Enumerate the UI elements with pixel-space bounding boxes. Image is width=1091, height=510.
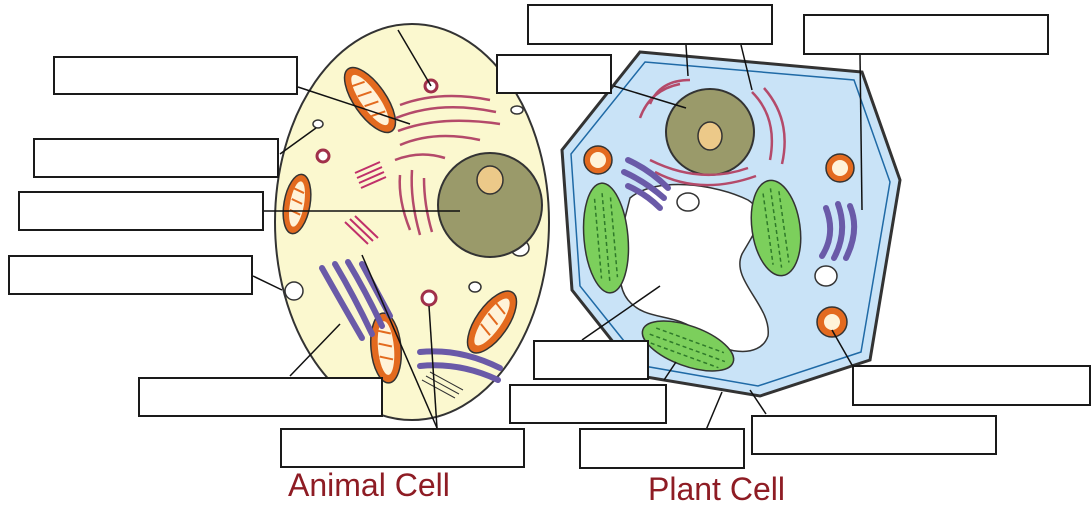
label-box-plant-er[interactable] (527, 4, 773, 45)
label-box-plant-nucleus[interactable] (496, 54, 612, 94)
label-box-plant-cell-wall[interactable] (579, 428, 745, 469)
animal-nucleus (438, 153, 542, 257)
plant-cell-caption: Plant Cell (648, 471, 785, 508)
plant-nucleus (666, 89, 754, 175)
label-box-plant-membrane[interactable] (751, 415, 997, 455)
label-box-plant-chloroplast[interactable] (509, 384, 667, 424)
label-box-animal-vacuole[interactable] (33, 138, 279, 178)
label-box-animal-lysosome[interactable] (280, 428, 525, 468)
label-box-plant-vacuole[interactable] (533, 340, 649, 380)
label-box-animal-membrane[interactable] (8, 255, 253, 295)
animal-cell-caption: Animal Cell (288, 467, 450, 504)
label-box-animal-er[interactable] (53, 56, 298, 95)
label-box-plant-mitochondria[interactable] (852, 365, 1091, 406)
label-box-animal-golgi[interactable] (138, 377, 383, 417)
label-box-plant-golgi[interactable] (803, 14, 1049, 55)
label-box-animal-nucleus[interactable] (18, 191, 264, 231)
